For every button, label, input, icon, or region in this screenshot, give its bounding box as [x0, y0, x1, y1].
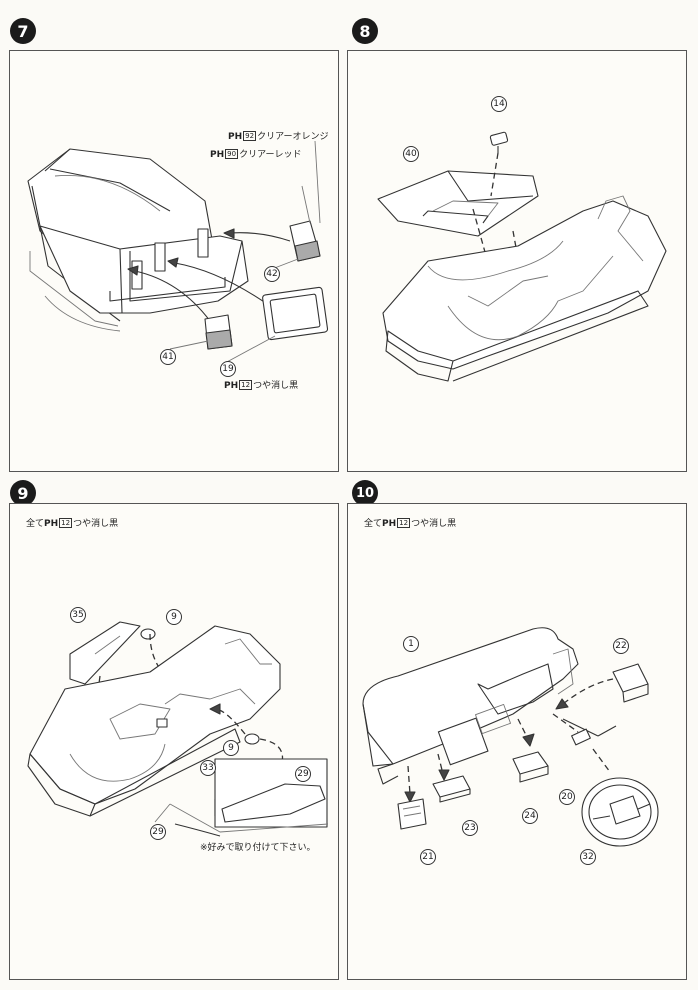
step-7-badge: 7: [10, 18, 36, 44]
part-callout-33: 33: [200, 760, 216, 776]
paint-prefix: PH: [210, 150, 225, 160]
step-10-badge: 10: [352, 480, 378, 506]
optional-install-note: ※好みで取り付けて下さい。: [200, 843, 316, 853]
part-callout-9-top: 9: [166, 609, 182, 625]
paint-prefix: PH: [382, 519, 397, 529]
rear-package-tray-illustration: [377, 131, 667, 382]
paint-name: クリアーオレンジ: [257, 132, 329, 142]
paint-prefix: PH: [44, 519, 59, 529]
part-callout-29-inset: 29: [295, 766, 311, 782]
rear-interior-panels-illustration: [27, 621, 329, 837]
paint-name: つや消し黒: [253, 381, 299, 391]
part-callout-19: 19: [220, 361, 236, 377]
paint-note-prefix: 全て: [26, 519, 45, 529]
paint-name: つや消し黒: [411, 519, 457, 529]
step-8-panel: 14 40: [347, 50, 687, 472]
paint-name: つや消し黒: [73, 519, 119, 529]
part-callout-24: 24: [522, 808, 538, 824]
step-9-badge: 9: [10, 480, 36, 506]
paint-name: クリアーレッド: [239, 150, 302, 160]
paint-prefix: PH: [228, 132, 243, 142]
part-callout-35: 35: [70, 607, 86, 623]
part-callout-14: 14: [491, 96, 507, 112]
part-callout-20: 20: [559, 789, 575, 805]
paint-code: 12: [59, 518, 73, 528]
part-callout-41: 41: [160, 349, 176, 365]
part-callout-22: 22: [613, 638, 629, 654]
part-callout-29: 29: [150, 824, 166, 840]
part-callout-42: 42: [264, 266, 280, 282]
part-callout-1: 1: [403, 636, 419, 652]
step-8-badge: 8: [352, 18, 378, 44]
paint-code: 12: [397, 518, 411, 528]
paint-code: 92: [243, 131, 257, 141]
part-callout-9-bottom: 9: [223, 740, 239, 756]
paint-code: 90: [225, 149, 239, 159]
paint-prefix: PH: [224, 381, 239, 391]
part-callout-40: 40: [403, 146, 419, 162]
part-callout-23: 23: [462, 820, 478, 836]
rear-light-assembly-illustration: [27, 140, 329, 364]
dashboard-assembly-illustration: [362, 627, 659, 847]
part-callout-21: 21: [420, 849, 436, 865]
paint-note-prefix: 全て: [364, 519, 383, 529]
paint-code: 12: [239, 380, 253, 390]
part-callout-32: 32: [580, 849, 596, 865]
